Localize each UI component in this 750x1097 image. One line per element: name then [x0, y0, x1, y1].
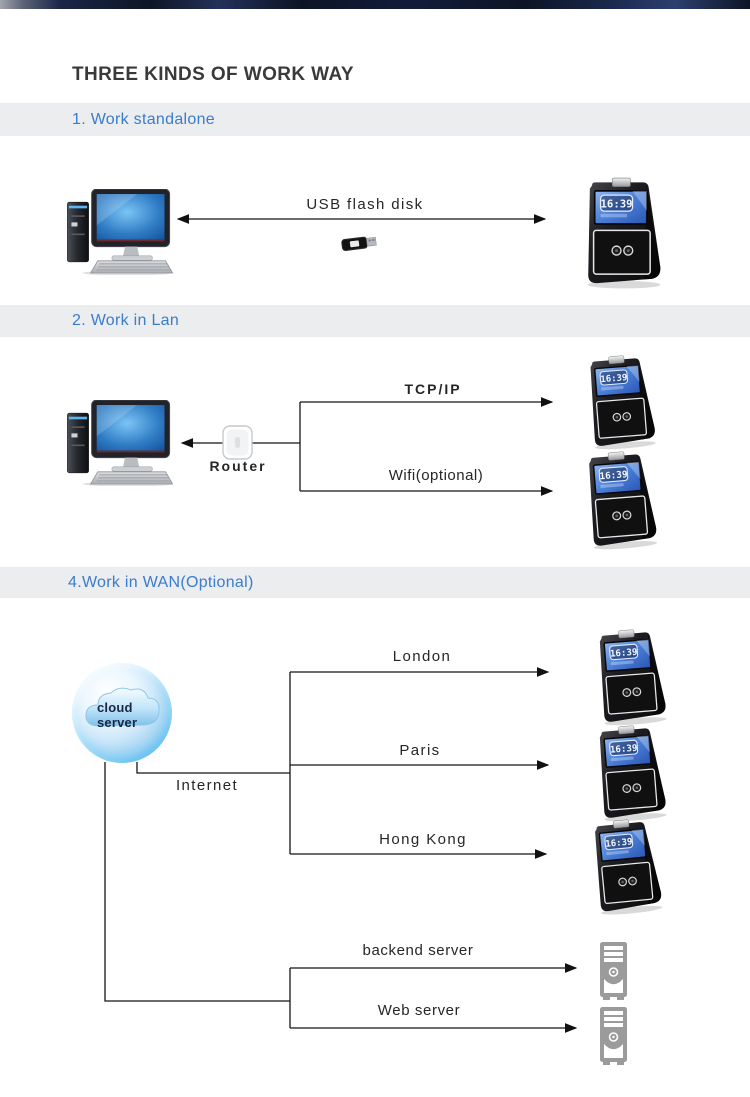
device-clock: 16:39 — [610, 744, 638, 756]
terminal-hongkong: 16:39 — [578, 815, 678, 918]
device-clock: 16:39 — [610, 648, 638, 660]
usb-stick-icon — [340, 231, 383, 256]
computer-section1 — [64, 189, 178, 275]
web-server-label: Web server — [377, 1002, 461, 1019]
wifi-label: Wifi(optional) — [388, 467, 484, 484]
web-server-icon — [597, 1006, 630, 1066]
hongkong-label: Hong Kong — [379, 831, 467, 848]
backend-server-label: backend server — [362, 942, 474, 959]
cloud-server-label: cloud server — [97, 700, 138, 730]
computer-section2 — [64, 400, 178, 486]
section-band-standalone: 1. Work standalone — [0, 103, 750, 136]
server-tower-icon — [600, 942, 627, 1000]
usb-flash-disk-label: USB flash disk — [306, 196, 424, 213]
top-banner-strip — [0, 0, 750, 9]
terminal-section1: 16:39 — [576, 177, 672, 289]
cloud-server-icon: cloud server — [72, 663, 172, 763]
server-tower-icon — [600, 1007, 627, 1065]
attendance-terminal-icon: 16:39 — [595, 819, 663, 915]
device-clock: 16:39 — [599, 469, 628, 482]
page-title: THREE KINDS OF WORK WAY — [72, 64, 354, 85]
desktop-computer-icon — [67, 400, 174, 486]
london-label: London — [392, 648, 452, 665]
section-heading-standalone: 1. Work standalone — [72, 110, 215, 128]
attendance-terminal-icon: 16:39 — [587, 177, 661, 289]
section-band-wan: 4.Work in WAN(Optional) — [0, 567, 750, 598]
device-clock: 16:39 — [600, 373, 628, 385]
terminal-lan-1: 16:39 — [573, 352, 670, 453]
attendance-terminal-icon: 16:39 — [589, 451, 658, 550]
attendance-terminal-icon: 16:39 — [590, 355, 656, 450]
terminal-lan-2: 16:39 — [573, 448, 670, 553]
terminal-paris: 16:39 — [581, 721, 682, 824]
section-heading-wan: 4.Work in WAN(Optional) — [68, 573, 254, 591]
section-heading-lan: 2. Work in Lan — [72, 312, 180, 329]
desktop-computer-icon — [67, 189, 174, 275]
device-clock: 16:39 — [600, 198, 632, 211]
router-label: Router — [209, 458, 267, 474]
attendance-terminal-icon: 16:39 — [599, 629, 667, 726]
internet-label: Internet — [175, 777, 239, 794]
device-clock: 16:39 — [605, 837, 633, 850]
paris-label: Paris — [399, 742, 441, 759]
tcpip-label: TCP/IP — [404, 381, 462, 397]
attendance-terminal-icon: 16:39 — [599, 725, 667, 822]
terminal-london: 16:39 — [581, 625, 682, 728]
backend-server-icon — [597, 941, 630, 1001]
router-icon — [221, 423, 254, 463]
section-band-lan: 2. Work in Lan — [0, 305, 750, 337]
